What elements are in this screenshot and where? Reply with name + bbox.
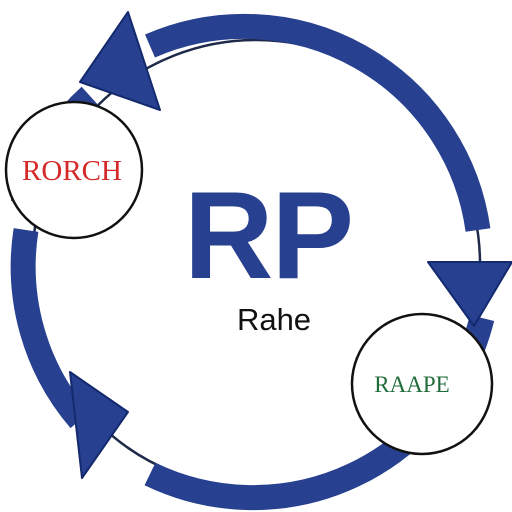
ring-arc-bottom-left <box>10 228 90 429</box>
node-rorch-circle <box>4 100 144 240</box>
arrow-bottom-left-icon <box>69 371 129 479</box>
arrow-right-icon <box>427 261 512 327</box>
node-rorch: RORCH <box>4 100 144 240</box>
node-raape-circle <box>350 312 494 456</box>
center-monogram: RP <box>184 167 352 305</box>
node-raape-label: RAAPE <box>374 372 449 397</box>
arrow-top-left-icon <box>79 11 161 111</box>
center-caption: Rahe <box>237 302 311 337</box>
node-raape: RAAPE <box>350 312 494 456</box>
ring-arc-top <box>145 13 491 232</box>
node-rorch-label: RORCH <box>22 155 122 187</box>
